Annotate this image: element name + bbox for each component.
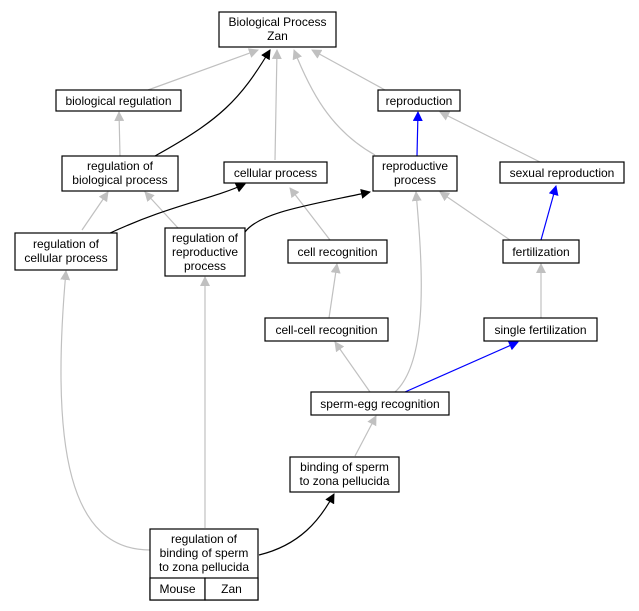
svg-text:regulation of: regulation of bbox=[87, 159, 154, 173]
node-label-line: regulation of bbox=[33, 237, 100, 251]
node-label-line: cellular process bbox=[234, 166, 317, 180]
svg-text:Zan: Zan bbox=[221, 582, 242, 596]
node-bp-root[interactable]: Biological Process Zan bbox=[218, 11, 337, 48]
svg-text:reproductive: reproductive bbox=[382, 159, 448, 173]
svg-text:regulation of: regulation of bbox=[172, 231, 239, 245]
gray-edges bbox=[60, 48, 546, 551]
node-label-line: single fertilization bbox=[494, 323, 586, 337]
node-label-line: sexual reproduction bbox=[510, 166, 615, 180]
edge-regbp-root-black bbox=[154, 49, 271, 157]
node-label-line: to zona pellucida bbox=[299, 474, 389, 488]
node-label-line: process bbox=[394, 173, 436, 187]
node-label-line: regulation of bbox=[171, 532, 238, 546]
svg-text:Zan: Zan bbox=[267, 29, 288, 43]
svg-text:cell-cell recognition: cell-cell recognition bbox=[275, 323, 377, 337]
svg-text:sexual reproduction: sexual reproduction bbox=[510, 166, 615, 180]
node-sperm-egg-recognition[interactable]: sperm-egg recognition bbox=[310, 391, 450, 416]
edge-reproductive-root bbox=[292, 49, 376, 156]
edge-cellrec-cellular bbox=[289, 187, 331, 241]
svg-text:biological regulation: biological regulation bbox=[65, 94, 171, 108]
edge-cellular-root bbox=[271, 49, 282, 161]
edge-regrep-reproductive-black bbox=[244, 189, 371, 233]
edge-sexual-reproduction bbox=[439, 111, 541, 163]
svg-text:process: process bbox=[394, 173, 436, 187]
node-label-line: fertilization bbox=[512, 245, 569, 259]
node-label-line: regulation of bbox=[87, 159, 154, 173]
node-label-line: Biological Process bbox=[228, 15, 326, 29]
node-label-line: cell recognition bbox=[297, 245, 377, 259]
edge-spermegg-single-blue bbox=[404, 341, 519, 393]
edge-regrep-regbp bbox=[144, 191, 179, 229]
svg-text:binding of sperm: binding of sperm bbox=[300, 460, 389, 474]
edge-fert-reproductive bbox=[439, 191, 511, 241]
edge-spermegg-reproductive bbox=[394, 191, 422, 393]
node-label-line: binding of sperm bbox=[300, 460, 389, 474]
svg-text:Mouse: Mouse bbox=[159, 582, 195, 596]
node-label-line: binding of sperm bbox=[160, 546, 249, 560]
node-cell-cell-recognition[interactable]: cell-cell recognition bbox=[264, 317, 389, 342]
legend-organism: Mouse bbox=[159, 582, 195, 596]
svg-text:binding of sperm: binding of sperm bbox=[160, 546, 249, 560]
svg-text:Biological Process: Biological Process bbox=[228, 15, 326, 29]
svg-text:biological process: biological process bbox=[72, 173, 167, 187]
node-single-fertilization[interactable]: single fertilization bbox=[483, 317, 598, 342]
node-label-line: cell-cell recognition bbox=[275, 323, 377, 337]
node-reproduction[interactable]: reproduction bbox=[377, 89, 461, 112]
legend-gene-cell bbox=[204, 577, 259, 601]
node-biological-regulation[interactable]: biological regulation bbox=[55, 89, 182, 112]
blue-edges bbox=[404, 111, 559, 393]
node-label-line: regulation of bbox=[172, 231, 239, 245]
edge-regbind-regcell bbox=[60, 270, 151, 551]
node-cellular-process[interactable]: cellular process bbox=[223, 161, 328, 184]
node-label-line: to zona pellucida bbox=[159, 560, 249, 574]
node-label-line: cellular process bbox=[24, 251, 107, 265]
edge-regbp-bioreg bbox=[114, 111, 125, 157]
node-sexual-reproduction[interactable]: sexual reproduction bbox=[499, 161, 625, 184]
node-regulation-of-cellular-process[interactable]: regulation of cellular process bbox=[14, 232, 118, 271]
node-regulation-of-biological-process[interactable]: regulation of biological process bbox=[61, 155, 179, 192]
edge-cellcell-cellrec bbox=[328, 263, 341, 319]
legend-gene: Zan bbox=[221, 582, 242, 596]
svg-text:cellular process: cellular process bbox=[234, 166, 317, 180]
svg-text:reproduction: reproduction bbox=[386, 94, 453, 108]
svg-text:fertilization: fertilization bbox=[512, 245, 569, 259]
svg-text:cell recognition: cell recognition bbox=[297, 245, 377, 259]
svg-text:process: process bbox=[184, 259, 226, 273]
node-label-line: process bbox=[184, 259, 226, 273]
svg-text:regulation of: regulation of bbox=[171, 532, 238, 546]
node-label-line: sperm-egg recognition bbox=[320, 397, 439, 411]
node-fertilization[interactable]: fertilization bbox=[502, 239, 580, 264]
edge-spermegg-cellcell bbox=[334, 341, 371, 393]
edge-bioreg-root bbox=[147, 48, 259, 91]
svg-text:regulation of: regulation of bbox=[33, 237, 100, 251]
node-label-line: Zan bbox=[267, 29, 288, 43]
node-label-line: reproductive bbox=[172, 245, 238, 259]
edge-reproductive-reproduction-blue bbox=[412, 111, 423, 157]
edge-fert-sexual-blue bbox=[540, 185, 559, 241]
node-reproductive-process[interactable]: reproductive process bbox=[372, 155, 458, 192]
black-edges bbox=[107, 49, 371, 556]
edge-regcell-regbp bbox=[81, 191, 109, 231]
svg-text:to zona pellucida: to zona pellucida bbox=[299, 474, 389, 488]
svg-text:cellular process: cellular process bbox=[24, 251, 107, 265]
node-label-line: biological regulation bbox=[65, 94, 171, 108]
node-binding-of-sperm[interactable]: binding of sperm to zona pellucida bbox=[289, 456, 400, 493]
node-cell-recognition[interactable]: cell recognition bbox=[287, 239, 388, 264]
legend-row: Mouse Zan bbox=[149, 577, 259, 601]
svg-text:single fertilization: single fertilization bbox=[494, 323, 586, 337]
svg-text:sperm-egg recognition: sperm-egg recognition bbox=[320, 397, 439, 411]
svg-text:to zona pellucida: to zona pellucida bbox=[159, 560, 249, 574]
edge-regcell-cellular-black bbox=[107, 183, 246, 235]
edge-regbind-binding-black bbox=[258, 493, 335, 556]
node-label-line: reproductive bbox=[382, 159, 448, 173]
node-label-line: reproduction bbox=[386, 94, 453, 108]
edge-reproduction-root bbox=[311, 49, 386, 91]
node-regulation-of-reproductive-process[interactable]: regulation of reproductive process bbox=[164, 227, 246, 277]
svg-text:reproductive: reproductive bbox=[172, 245, 238, 259]
node-label-line: biological process bbox=[72, 173, 167, 187]
edge-binding-spermegg bbox=[354, 415, 377, 457]
